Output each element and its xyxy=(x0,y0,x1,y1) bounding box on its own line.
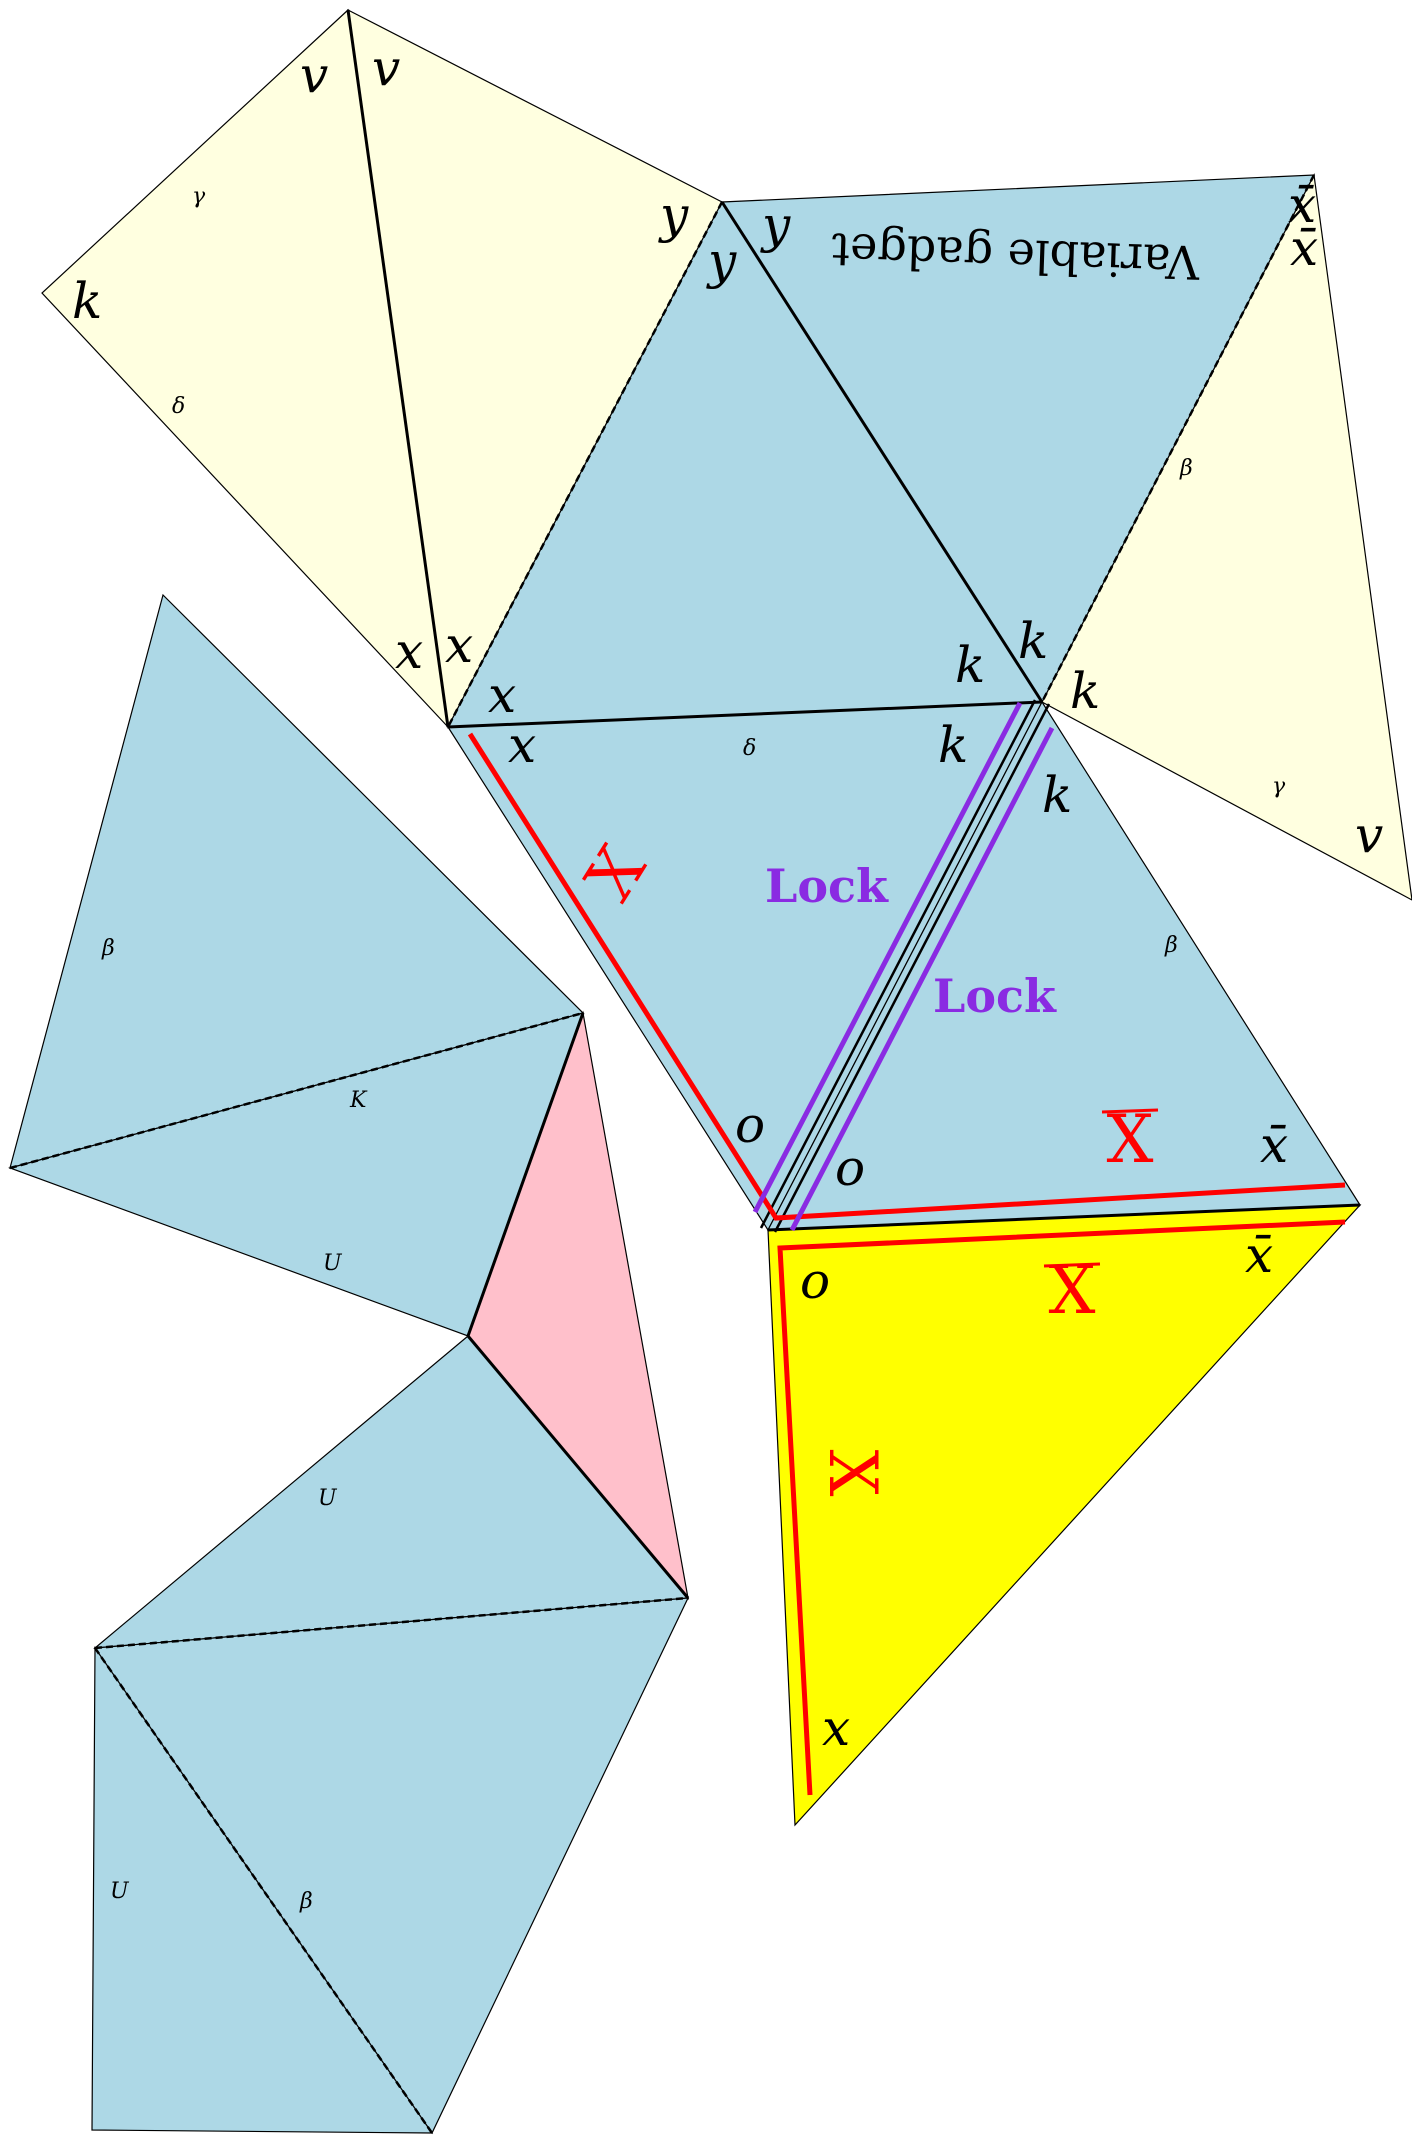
lock-lines xyxy=(752,701,1055,1232)
label-gamma-1: γ xyxy=(192,184,206,209)
label-beta-4: β xyxy=(299,1889,313,1914)
label-k-3: k xyxy=(1018,612,1048,670)
label-x-5: x xyxy=(822,1699,850,1757)
label-x-3: x xyxy=(488,666,516,724)
label-delta-2: δ xyxy=(743,736,756,761)
label-k-5: k xyxy=(938,716,968,774)
edge-left-solid-1 xyxy=(466,1012,585,1337)
label-xbar-3: x̄ xyxy=(1260,1116,1288,1174)
label-v-1: v xyxy=(300,46,328,104)
edge-k-o-b xyxy=(773,703,1051,1233)
label-k-6: k xyxy=(1042,766,1072,824)
vertex-labels: v v k y y y x̄ x̄ x x x x k k k k k v o … xyxy=(72,39,1383,1757)
label-K: K xyxy=(349,1088,368,1113)
label-delta-1: δ xyxy=(172,394,185,419)
edge-x-k xyxy=(447,700,1043,729)
label-o-1: o xyxy=(735,1096,765,1154)
label-o-3: o xyxy=(800,1252,830,1310)
label-beta-3: β xyxy=(101,936,115,961)
path-label-Xbar-2-bar xyxy=(1043,1262,1101,1268)
label-U-3: U xyxy=(110,1879,130,1904)
edge-o-xbar xyxy=(767,1203,1361,1232)
label-xbar-1: x̄ xyxy=(1288,176,1316,234)
label-y-1: y xyxy=(658,186,689,244)
path-labels: X X X X xyxy=(571,833,1159,1497)
x-path-blue xyxy=(467,732,1346,1221)
edges xyxy=(9,9,1361,2134)
lock-label-1: Lock xyxy=(765,859,889,913)
edge-left-dashed-2 xyxy=(94,1596,689,1650)
x-path-yellow xyxy=(777,1219,1346,1796)
label-y-2: y xyxy=(706,232,737,290)
face-labels: γ δ β δ γ β β K U U U β xyxy=(101,184,1286,1914)
label-beta-2: β xyxy=(1164,933,1178,958)
label-v-3: v xyxy=(1355,806,1383,864)
label-x-2: x xyxy=(445,616,473,674)
path-label-Xbar-1: X xyxy=(1107,1101,1154,1178)
lock-labels: Lock Lock xyxy=(765,859,1057,1023)
faces xyxy=(8,8,1412,2135)
label-xbar-4: x̄ xyxy=(1245,1226,1273,1284)
label-y-3: y xyxy=(760,196,791,254)
label-k-1: k xyxy=(72,272,102,330)
label-xbar-2: x̄ xyxy=(1290,219,1318,277)
label-x-1: x xyxy=(395,622,423,680)
edge-y-k xyxy=(720,201,1044,703)
label-k-4: k xyxy=(1070,662,1100,720)
label-gamma-2: γ xyxy=(1272,774,1286,799)
edge-left-solid-2 xyxy=(466,1335,690,1599)
lock-line-right xyxy=(789,726,1055,1232)
lock-label-2: Lock xyxy=(933,969,1057,1023)
label-k-2: k xyxy=(955,636,985,694)
path-label-Xbar-1-bar xyxy=(1101,1108,1159,1114)
path-label-X-2: X xyxy=(814,1450,891,1497)
label-x-4: x xyxy=(508,716,536,774)
label-U-1: U xyxy=(323,1251,343,1276)
label-o-2: o xyxy=(835,1139,865,1197)
edge-k-o-a xyxy=(759,699,1037,1229)
edge-v-x xyxy=(346,9,450,728)
lock-line-left xyxy=(752,701,1023,1214)
label-beta-1: β xyxy=(1179,456,1193,481)
label-v-2: v xyxy=(372,39,400,97)
label-U-2: U xyxy=(318,1486,338,1511)
x-paths xyxy=(467,732,1346,1796)
gadget-title: Variable gadget xyxy=(830,223,1201,290)
